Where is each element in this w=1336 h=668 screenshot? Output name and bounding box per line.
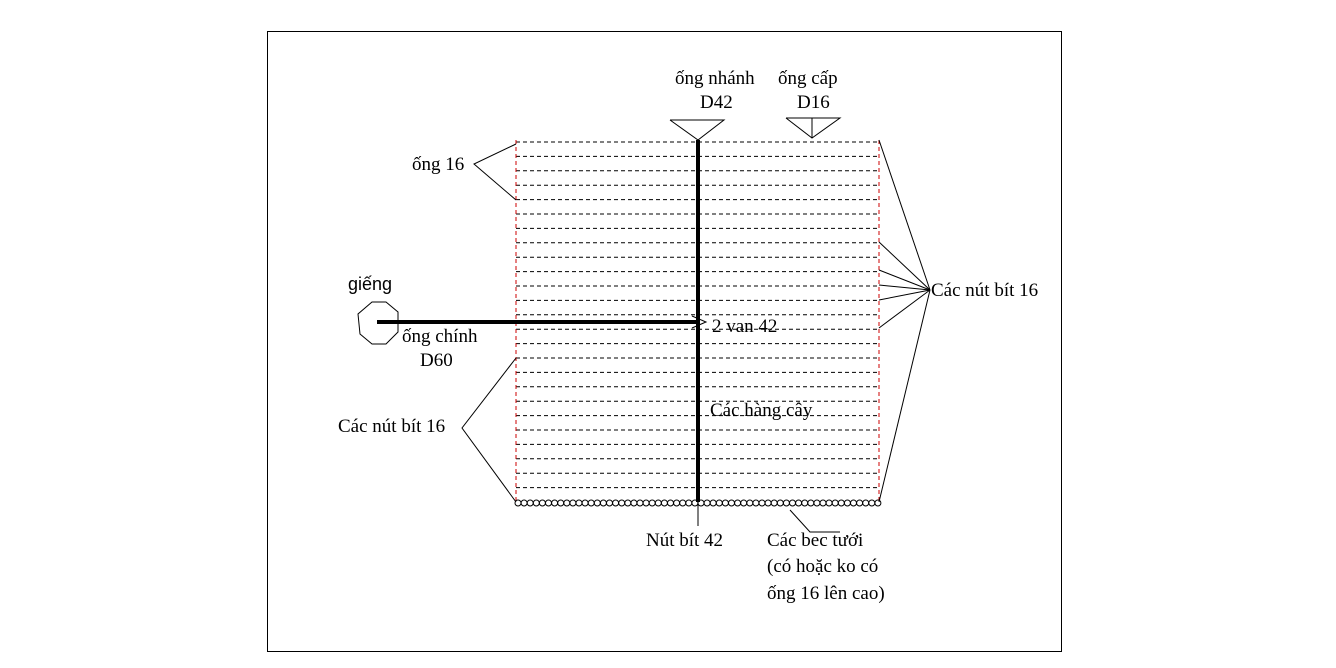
sprinkler-icon — [563, 499, 571, 507]
sprinkler-icon — [642, 499, 650, 507]
sprinkler-icon — [770, 499, 778, 507]
sprinkler-icon — [606, 499, 613, 507]
sprinkler-icon — [850, 499, 857, 507]
main-pipe-label: ống chính — [402, 326, 478, 347]
sprinkler-icon — [630, 499, 638, 507]
sprinkler-icon — [575, 499, 583, 507]
sprinkler-icon — [636, 499, 644, 507]
sprinkler-icon — [709, 499, 717, 507]
sprinklers-label-2: (có hoặc ko có — [767, 556, 878, 577]
sprinkler-icon — [551, 499, 559, 507]
sprinkler-icon — [612, 499, 620, 507]
sprinkler-icon — [789, 499, 796, 507]
sprinkler-icon — [703, 499, 711, 507]
sprinkler-icon — [673, 499, 681, 507]
tree-rows-label: Các hàng cây — [710, 400, 813, 421]
main-pipe-size: D60 — [420, 350, 453, 371]
sprinkler-icon — [648, 499, 656, 507]
end-caps-right-label: Các nút bít 16 — [931, 280, 1038, 301]
sprinkler-icon — [801, 499, 809, 507]
sprinkler-icon — [795, 499, 803, 507]
sprinkler-icon — [825, 499, 833, 507]
sprinkler-icon — [776, 499, 784, 507]
sprinkler-icon — [813, 499, 821, 507]
pipe16-leader — [473, 143, 517, 201]
sprinkler-icon — [862, 499, 870, 507]
sprinkler-icon — [721, 499, 729, 507]
sprinkler-icon — [734, 499, 742, 507]
supply-pipe-label: ống cấp — [778, 68, 838, 89]
sprinkler-icon — [764, 499, 772, 507]
sprinkler-icon — [843, 499, 851, 507]
sprinkler-icon — [587, 499, 595, 507]
sprinkler-icon — [807, 499, 815, 507]
sprinkler-icon — [581, 499, 589, 507]
sprinkler-icon — [685, 499, 693, 507]
well-label: giếng — [348, 274, 392, 294]
sprinkler-icon — [624, 499, 632, 507]
sprinkler-icon — [758, 499, 766, 507]
branch-pipe-size: D42 — [700, 92, 733, 113]
sprinklers-label-3: ống 16 lên cao) — [767, 583, 885, 604]
sprinkler-icon — [715, 499, 723, 507]
sprinkler-icon — [837, 499, 845, 507]
supply-pipe-leader — [785, 117, 842, 139]
sprinkler-icon — [819, 499, 827, 507]
sprinkler-icon — [618, 499, 626, 507]
sprinkler-icon — [532, 499, 540, 507]
sprinkler-icon — [831, 499, 839, 507]
branch-pipe-label: ống nhánh — [675, 68, 755, 89]
sprinkler-icon — [514, 499, 522, 507]
sprinkler-icon — [654, 499, 662, 507]
well-symbol — [357, 301, 399, 345]
sprinkler-icon — [679, 499, 687, 507]
sprinkler-icon — [874, 499, 882, 507]
sprinkler-icon — [569, 499, 577, 507]
sprinkler-icon — [545, 499, 552, 507]
sprinkler-icon — [557, 499, 565, 507]
end-caps-left-label: Các nút bít 16 — [338, 416, 445, 437]
sprinklers-leader — [789, 509, 840, 533]
branch-pipe-leader — [669, 119, 726, 141]
sprinkler-icon — [856, 499, 864, 507]
sprinkler-icon — [868, 499, 876, 507]
end-cap-42-label: Nút bít 42 — [646, 530, 723, 551]
sprinkler-icon — [538, 499, 546, 507]
sprinkler-icon — [599, 499, 607, 507]
sprinkler-icon — [660, 499, 668, 507]
sprinkler-icon — [752, 499, 760, 507]
sprinkler-icon — [526, 499, 534, 507]
sprinkler-icon — [746, 499, 754, 507]
supply-pipe-size: D16 — [797, 92, 830, 113]
sprinkler-icon — [728, 499, 735, 507]
end-caps-right-leaders — [878, 139, 931, 503]
end-caps-left-leader — [461, 357, 517, 503]
tree-row-pipes — [516, 141, 879, 489]
sprinkler-icon — [593, 499, 601, 507]
sprinkler-icon — [782, 499, 790, 507]
diagram-frame — [267, 31, 1062, 652]
sprinkler-icon — [520, 499, 528, 507]
sprinkler-icon — [667, 499, 674, 507]
sprinkler-row — [514, 499, 882, 507]
valve-symbol — [691, 315, 708, 329]
sprinklers-label-1: Các bec tưới — [767, 530, 863, 551]
pipe16-label: ống 16 — [412, 154, 464, 175]
sprinkler-icon — [740, 499, 748, 507]
valves-label: 2 van 42 — [712, 316, 777, 337]
